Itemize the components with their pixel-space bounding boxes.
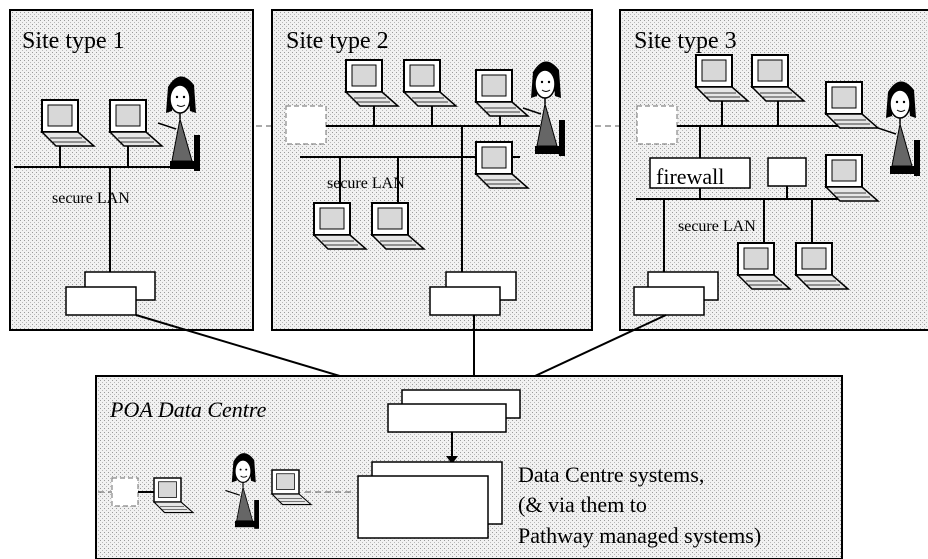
systems-line-2: (& via them to [518,492,647,517]
site-1-router-front [65,286,137,316]
systems-line-1: Data Centre systems, [518,462,704,487]
systems-line-3: Pathway managed systems) [518,523,761,548]
site-2-box [271,9,593,331]
firewall-box [649,157,751,189]
site-3-server-box [767,157,807,187]
systems-stack-front [357,475,489,539]
data-centre-panel: POA Data Centre Data Centre systems, (& … [95,375,843,559]
data-centre-title: POA Data Centre [109,397,267,422]
site-2-router-front [429,286,501,316]
site-3-lan-label: secure LAN [678,218,756,235]
site-1-title: Site type 1 [22,28,125,54]
data-centre-router-front [387,403,507,433]
site-type-1-panel: Site type 1 secure LAN [9,9,254,331]
arrow-down-icon [446,456,458,464]
site-3-title: Site type 3 [634,28,737,54]
firewall-label: firewall [656,164,724,189]
site-2-title: Site type 2 [286,28,389,54]
site-1-lan-label: secure LAN [52,190,130,207]
site-2-external-device [285,105,327,145]
site-3-router-front [633,286,705,316]
data-centre-external-device [111,477,139,507]
site-type-2-panel: Site type 2 secure LAN [256,9,593,331]
site-3-external-device [636,105,678,145]
site-2-lan-label: secure LAN [327,175,405,192]
site-type-3-panel: Site type 3 firewall secure LAN [595,9,928,331]
